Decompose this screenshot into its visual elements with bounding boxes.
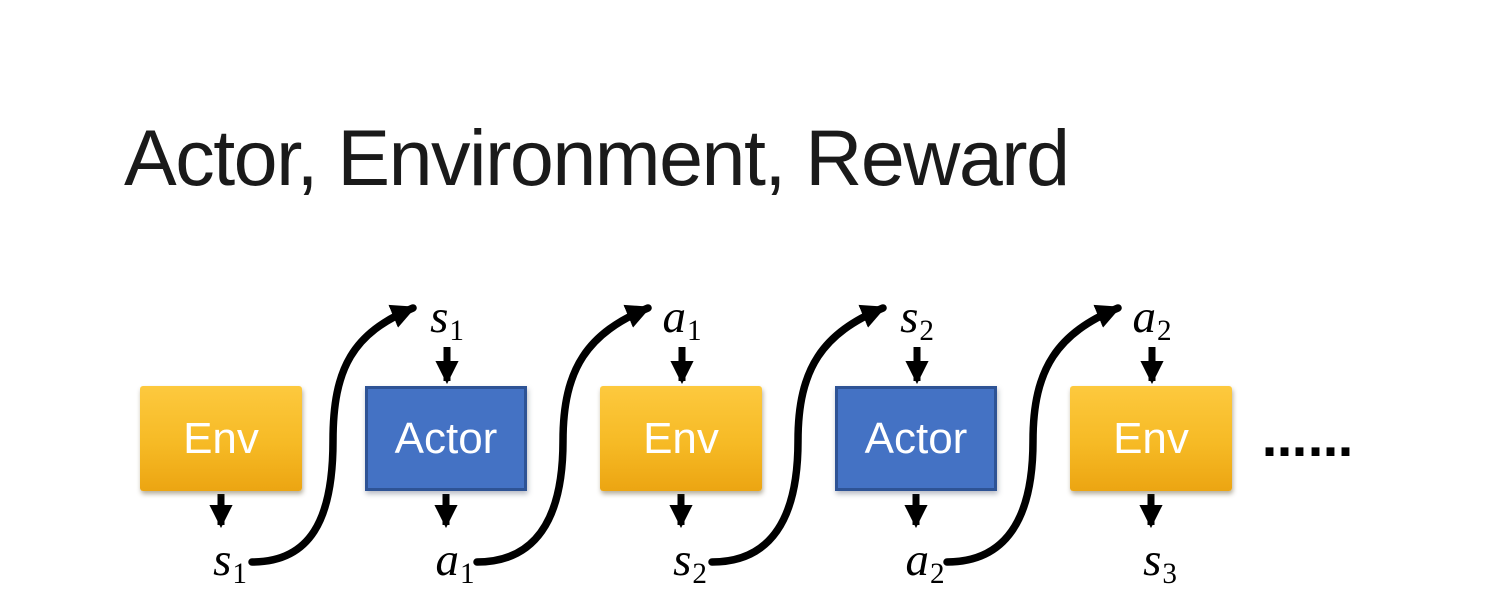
top-label-a2-sub: 2 [1156, 315, 1172, 348]
top-label-s1: s1 [430, 291, 464, 346]
bottom-label-a2: a2 [905, 534, 944, 589]
bottom-label-s2-base: s [673, 534, 692, 586]
top-label-s2-base: s [900, 291, 919, 343]
top-label-a2-base: a [1132, 291, 1156, 343]
bottom-label-s1: s1 [213, 534, 247, 589]
bottom-label-a2-base: a [905, 534, 929, 586]
actor-box-1-label: Actor [394, 413, 498, 463]
env-box-3-label: Env [1113, 413, 1189, 463]
env-box-2-label: Env [643, 413, 719, 463]
feedback-curve-a1 [473, 304, 652, 566]
bottom-label-s3: s3 [1143, 534, 1177, 589]
actor-box-2-label: Actor [864, 413, 968, 463]
top-label-s1-sub: 1 [449, 315, 464, 348]
top-label-a1-base: a [662, 291, 686, 343]
bottom-label-s3-base: s [1143, 534, 1162, 586]
actor-box-1: Actor [365, 386, 527, 491]
bottom-label-a2-sub: 2 [929, 558, 945, 591]
feedback-curve-s2 [708, 304, 887, 566]
top-label-a2: a2 [1132, 291, 1171, 346]
bottom-label-a1-sub: 1 [459, 558, 475, 591]
feedback-curve-a2 [943, 304, 1122, 566]
bottom-label-a1-base: a [435, 534, 459, 586]
actor-box-2: Actor [835, 386, 997, 491]
top-label-s2-sub: 2 [919, 315, 934, 348]
continuation-dots: …… [1262, 414, 1354, 467]
env-box-1: Env [140, 386, 302, 491]
bottom-label-s3-sub: 3 [1162, 558, 1177, 591]
bottom-label-a1: a1 [435, 534, 474, 589]
bottom-label-s1-base: s [213, 534, 232, 586]
env-box-2: Env [600, 386, 762, 491]
top-label-s1-base: s [430, 291, 449, 343]
env-box-1-label: Env [183, 413, 259, 463]
bottom-label-s2-sub: 2 [692, 558, 707, 591]
top-label-s2: s2 [900, 291, 934, 346]
bottom-label-s1-sub: 1 [232, 558, 247, 591]
bottom-label-s2: s2 [673, 534, 707, 589]
slide-title: Actor, Environment, Reward [124, 113, 1070, 202]
top-label-a1-sub: 1 [686, 315, 702, 348]
feedback-curve-s1 [248, 304, 417, 566]
top-label-a1: a1 [662, 291, 701, 346]
env-box-3: Env [1070, 386, 1232, 491]
